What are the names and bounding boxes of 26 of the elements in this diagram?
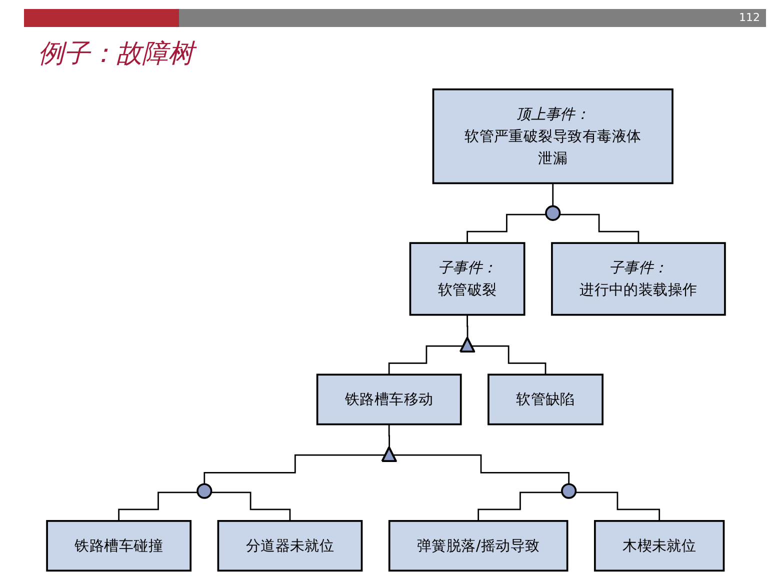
connector (118, 492, 198, 522)
node-box: 顶上事件： 软管严重破裂导致有毒液体泄漏 (432, 88, 674, 184)
node-box: 木楔未就位 (594, 520, 725, 572)
node-box: 子事件： 进行中的装载操作 (551, 242, 726, 316)
page-number: 112 (739, 10, 760, 26)
connector (472, 345, 546, 376)
connector (204, 454, 386, 485)
node-box: 分道器未就位 (217, 520, 363, 572)
connector (393, 454, 570, 485)
connector (466, 314, 468, 339)
node-box: 铁路槽车移动 (316, 374, 462, 426)
connector (552, 182, 554, 207)
node-dome (545, 205, 561, 221)
node-dome (196, 483, 212, 499)
node-box: 软管缺陷 (488, 374, 604, 426)
connector (211, 492, 291, 522)
connector (466, 214, 546, 244)
connector (388, 345, 464, 376)
connector (478, 492, 562, 522)
node-box: 弹簧脱落/摇动导致 (388, 520, 568, 572)
connector (388, 424, 390, 448)
connector (576, 492, 660, 522)
node-box: 子事件： 软管破裂 (409, 242, 526, 316)
connector (560, 214, 640, 244)
node-dome (561, 483, 577, 499)
node-box: 铁路槽车碰撞 (46, 520, 192, 572)
